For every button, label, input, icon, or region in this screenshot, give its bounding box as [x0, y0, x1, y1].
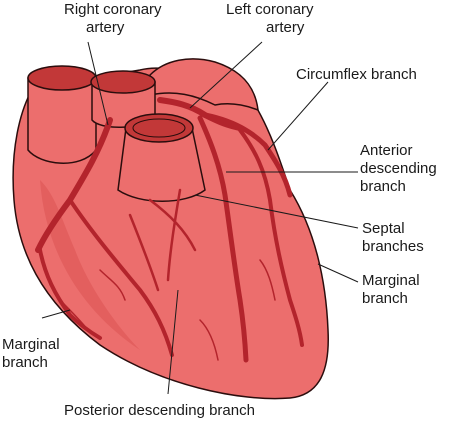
vena-cava-opening [27, 65, 97, 91]
leader-right-coronary [87, 41, 109, 126]
left-marginal-vessel [238, 128, 304, 347]
circumflex-vessel [202, 112, 293, 198]
leader-circumflex [267, 81, 329, 151]
leader-posterior [167, 289, 179, 395]
right-marginal-vessel [38, 248, 102, 340]
label-posterior-descending: Posterior descending branch [64, 402, 255, 420]
capillary-details [59, 259, 276, 361]
posterior-descending-vessel [68, 198, 174, 357]
leader-left-coronary [189, 41, 263, 109]
label-marginal-right-line2: branch [2, 354, 48, 371]
label-circumflex-line1: Circumflex branch [296, 66, 417, 83]
label-left-coronary: Left coronary artery [226, 1, 314, 37]
pulmonary-opening [124, 113, 194, 143]
label-anterior-line3: branch [360, 178, 406, 195]
leader-septal [194, 194, 359, 229]
label-left-coronary-line1: Left coronary [226, 1, 314, 18]
label-septal-line1: Septal [362, 220, 405, 237]
vena-cava [27, 77, 97, 164]
label-septal: Septal branches [362, 220, 424, 256]
leader-marginal-left [317, 263, 359, 283]
leader-lines [41, 41, 359, 395]
pulmonary-rim [132, 118, 186, 138]
label-left-coronary-line2: artery [266, 19, 305, 36]
label-circumflex: Circumflex branch [296, 66, 417, 84]
label-marginal-right-side: Marginal branch [2, 336, 60, 372]
label-anterior-line2: descending [360, 160, 437, 177]
label-marginal-right-line1: Marginal [2, 336, 60, 353]
label-right-coronary-line2: artery [86, 19, 125, 36]
heart-shading [40, 180, 140, 350]
label-septal-line2: branches [362, 238, 424, 255]
label-anterior-descending: Anterior descending branch [360, 142, 437, 196]
label-posterior-line1: Posterior descending branch [64, 402, 255, 419]
left-atrium [149, 58, 259, 112]
label-marginal-left-line1: Marginal [362, 272, 420, 289]
label-right-coronary: Right coronary artery [64, 1, 162, 37]
label-right-coronary-line1: Right coronary [64, 1, 162, 18]
label-marginal-left-line2: branch [362, 290, 408, 307]
anterior-descending-vessel [197, 115, 249, 363]
pulmonary-trunk [117, 127, 206, 202]
aorta-opening [90, 70, 156, 94]
septal-vessels [128, 188, 197, 292]
leader-marginal-right [41, 309, 71, 319]
label-marginal-left-side: Marginal branch [362, 272, 420, 308]
label-anterior-line1: Anterior [360, 142, 413, 159]
